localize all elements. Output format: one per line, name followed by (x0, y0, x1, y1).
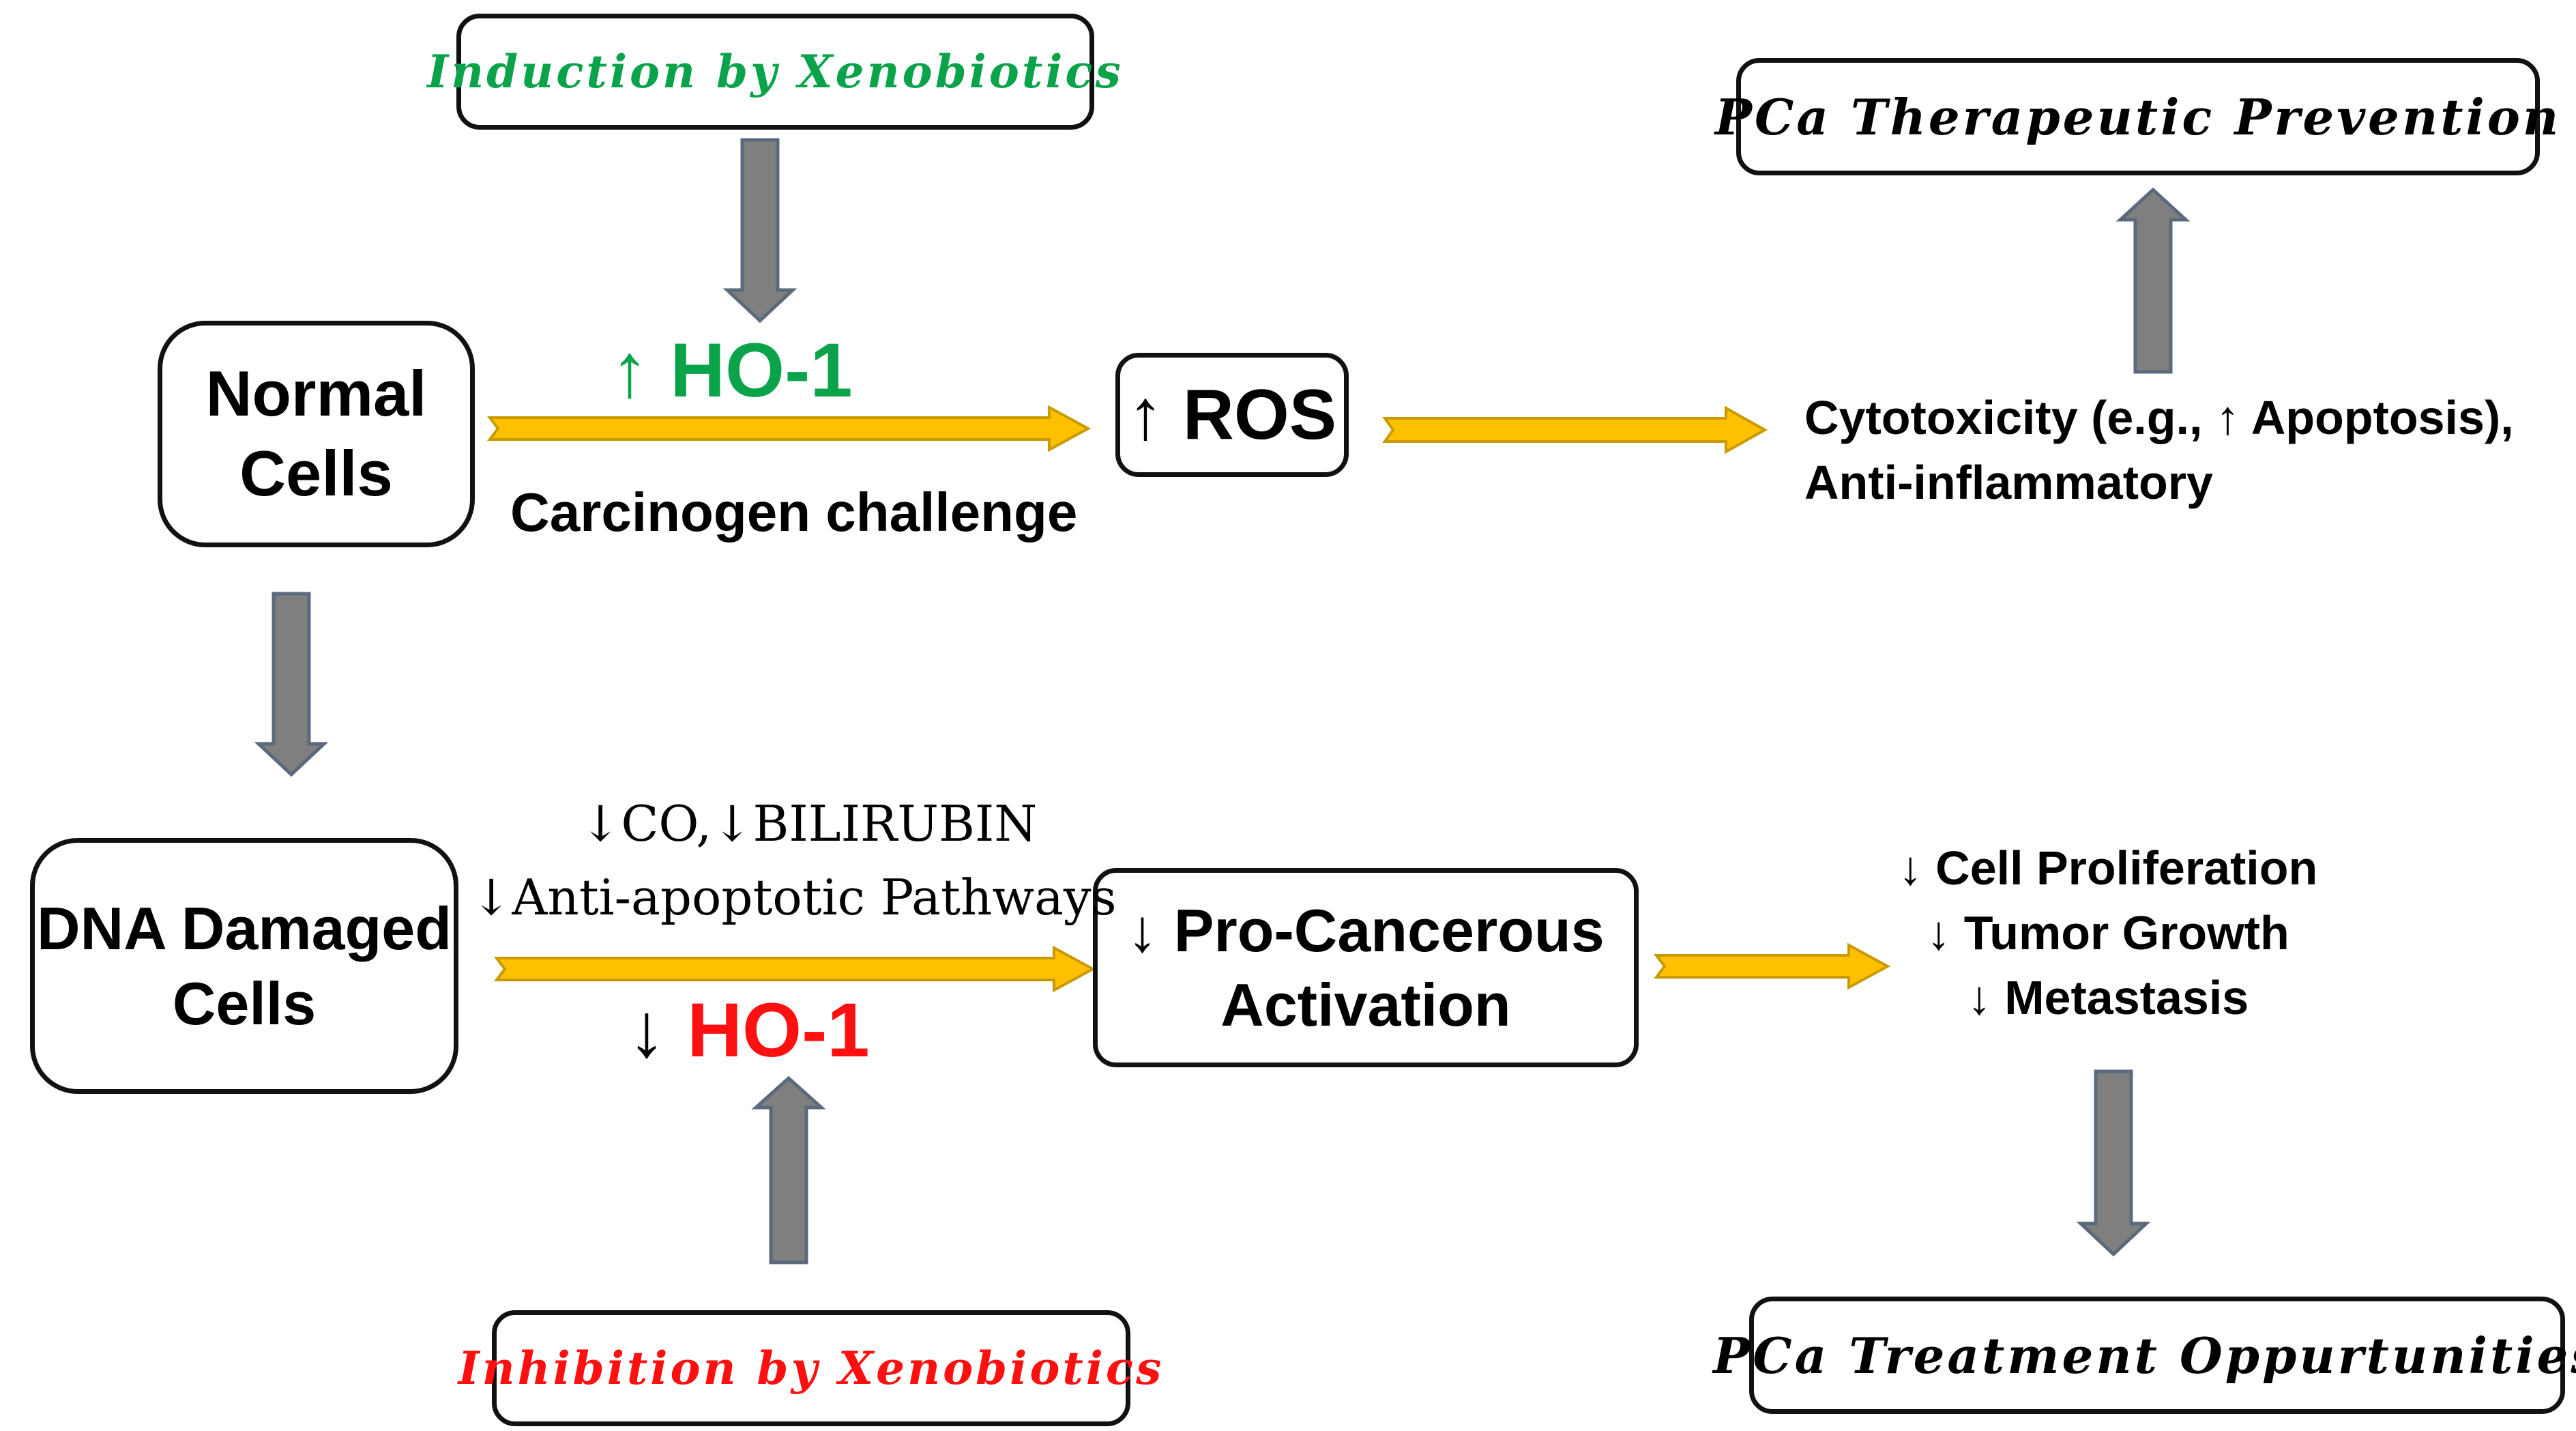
normal-to-ros-arrow (487, 405, 1092, 452)
therapeutic-prevention-text: PCa Therapeutic Prevention (1714, 87, 2562, 146)
outcome-cell-proliferation: ↓ Cell Proliferation (1898, 841, 2318, 895)
normal-cells-line-2: Cells (239, 437, 393, 509)
outcome-metastasis: ↓ Metastasis (1967, 971, 2249, 1025)
dna-damaged-line-1: DNA Damaged (37, 895, 452, 963)
anti-apoptotic-label: ↓Anti-apoptotic Pathways (471, 869, 1117, 926)
co-bilirubin-label: ↓CO,↓BILIRUBIN (580, 795, 1038, 852)
therapeutic-prevention-box: PCa Therapeutic Prevention (1714, 58, 2562, 175)
cytotoxicity-line-2: Anti-inflammatory (1804, 456, 2213, 510)
cytotoxicity-line-1: Cytotoxicity (e.g., ↑ Apoptosis), (1804, 391, 2514, 444)
ho1-up-label: ↑ HO-1 (611, 328, 853, 413)
dna-damaged-cells-box: DNA Damaged Cells (30, 838, 458, 1094)
ho1-down-label: ↓ HO-1 (628, 986, 870, 1074)
inhibition-text: Inhibition by Xenobiotics (458, 1342, 1165, 1395)
cytotoxicity-label: Cytotoxicity (e.g., ↑ Apoptosis), Anti-i… (1804, 386, 2514, 515)
normal-cells-box: Normal Cells (158, 321, 475, 547)
outcomes-label: ↓ Cell Proliferation ↓ Tumor Growth ↓ Me… (1869, 836, 2347, 1031)
normal-cells-line-1: Normal (205, 358, 427, 430)
treatment-arrow (2076, 1069, 2151, 1257)
normal-to-dna-arrow (254, 592, 329, 777)
induction-arrow (722, 138, 797, 323)
induction-box: Induction by Xenobiotics (427, 14, 1124, 130)
carcinogen-challenge-label: Carcinogen challenge (510, 482, 1078, 543)
ho1-down-text: HO-1 (687, 987, 870, 1073)
induction-text: Induction by Xenobiotics (427, 45, 1124, 98)
ho1-down-arrow: ↓ (628, 987, 666, 1073)
treatment-opportunities-box: PCa Treatment Oppurtunities (1713, 1297, 2576, 1414)
pro-cancerous-text: ↓ Pro-Cancerous Activation (1098, 873, 1634, 1063)
prevention-arrow (2116, 187, 2191, 374)
dna-damaged-line-2: Cells (172, 969, 317, 1037)
outcome-tumor-growth: ↓ Tumor Growth (1927, 906, 2289, 960)
pro-cancerous-line-2: Activation (1220, 971, 1511, 1039)
ros-box: ↑ ROS (1115, 353, 1349, 477)
pro-cancerous-line-1: ↓ Pro-Cancerous (1127, 896, 1605, 964)
procancerous-to-outcomes-arrow (1654, 942, 1891, 990)
dna-damaged-cells-text: DNA Damaged Cells (35, 843, 454, 1089)
inhibition-arrow (751, 1075, 826, 1264)
ros-text: ↑ ROS (1127, 375, 1337, 454)
normal-cells-text: Normal Cells (162, 326, 470, 543)
dna-to-procancerous-arrow (494, 945, 1096, 993)
pro-cancerous-box: ↓ Pro-Cancerous Activation (1093, 868, 1639, 1067)
ros-to-cytotoxicity-arrow (1382, 405, 1768, 454)
inhibition-box: Inhibition by Xenobiotics (458, 1310, 1165, 1426)
treatment-opportunities-text: PCa Treatment Oppurtunities (1713, 1326, 2576, 1385)
